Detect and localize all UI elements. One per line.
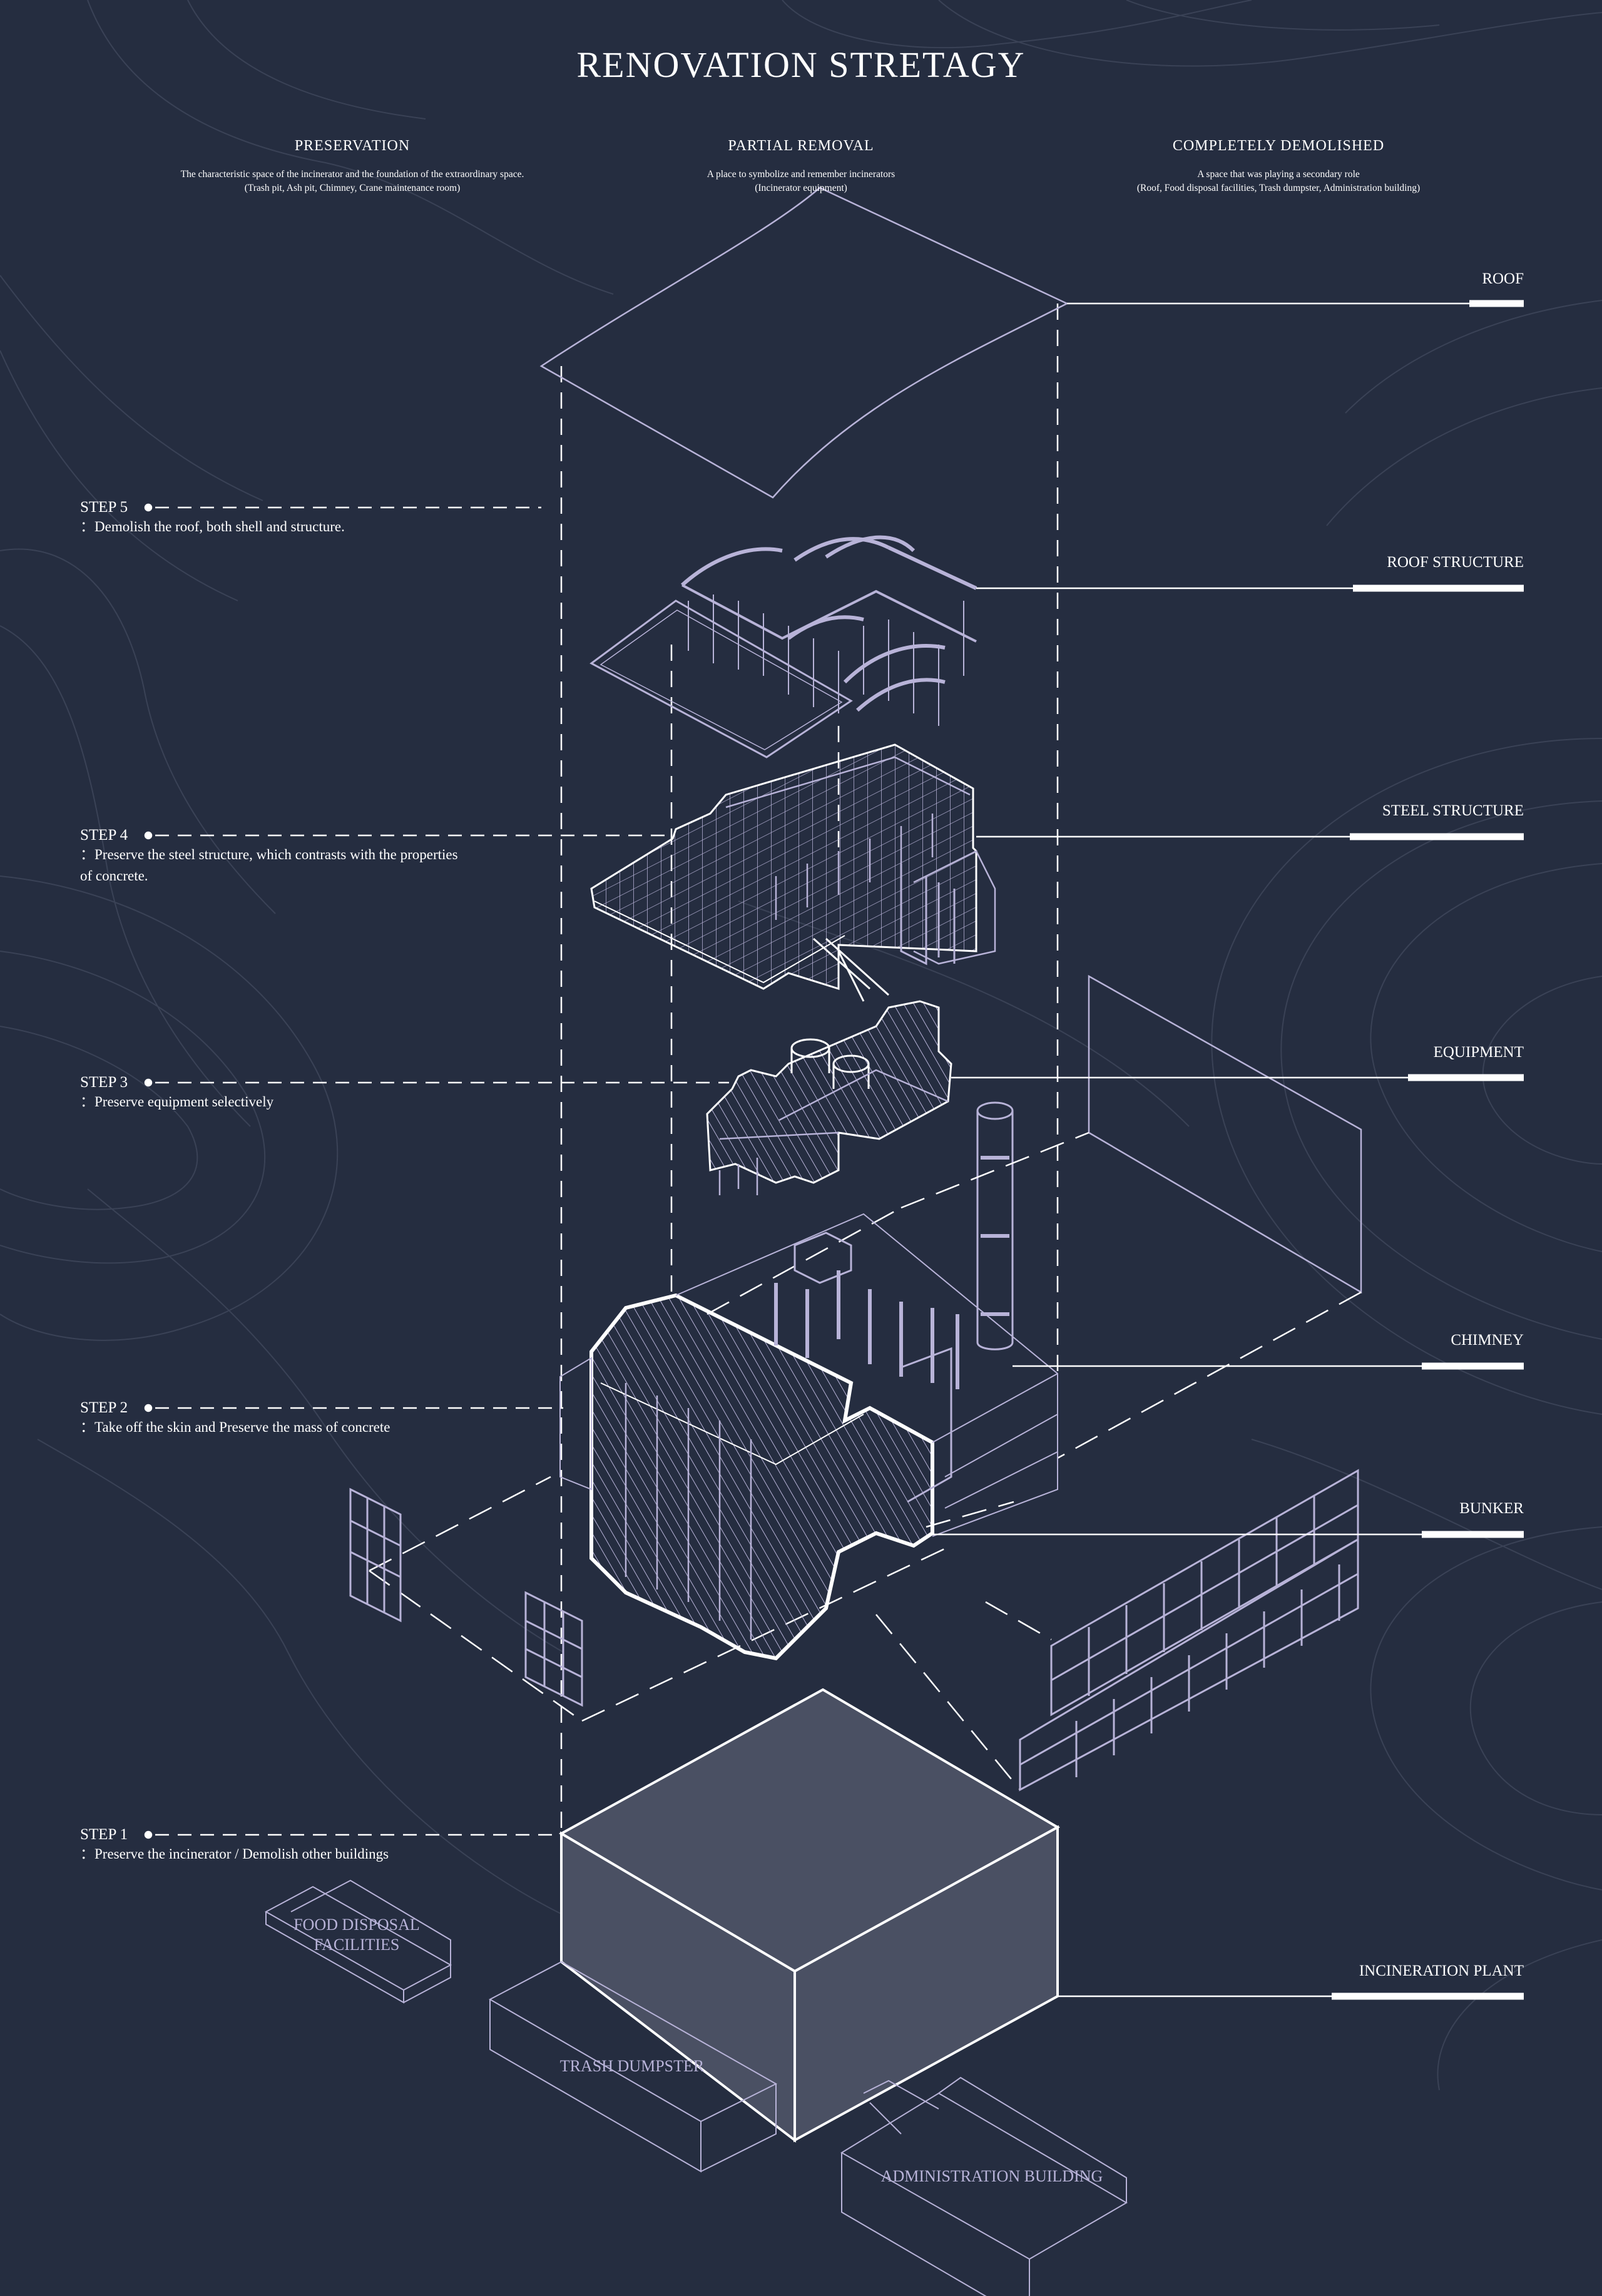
step-1: STEP 1 ：Preserve the incinerator / Demol… — [80, 1826, 389, 1865]
completely-demolished-desc-line2: (Roof, Food disposal facilities, Trash d… — [1136, 183, 1421, 193]
food-disposal-label: FOOD DISPOSAL FACILITIES — [269, 1915, 444, 1955]
demolished-panel-right — [1088, 974, 1362, 1294]
step-1-title: STEP 1 — [80, 1826, 128, 1843]
skin-panels — [349, 1469, 1359, 1792]
partial-removal-desc-line1: A place to symbolize and remember incine… — [707, 169, 895, 180]
incineration-plant-block — [558, 1688, 1061, 2143]
roof-shell — [539, 186, 1069, 499]
label-roof-structure: ROOF STRUCTURE — [1387, 554, 1524, 571]
step-4-desc-line1: ：Preserve the steel structure, which con… — [80, 847, 458, 862]
step-2-title: STEP 2 — [80, 1399, 128, 1416]
food-disposal-label-line2: FACILITIES — [314, 1936, 400, 1954]
label-chimney: CHIMNEY — [1451, 1332, 1524, 1349]
label-equipment: EQUIPMENT — [1433, 1044, 1524, 1061]
step-3-desc: ：Preserve equipment selectively — [80, 1094, 274, 1110]
preservation-heading: PRESERVATION — [294, 138, 411, 154]
preservation-desc: The characteristic space of the incinera… — [71, 168, 634, 195]
step-2: STEP 2 ：Take off the skin and Preserve t… — [80, 1399, 390, 1438]
partial-removal-desc: A place to symbolize and remember incine… — [519, 168, 1083, 195]
label-steel-structure: STEEL STRUCTURE — [1382, 802, 1524, 819]
layer-leader-lines — [932, 300, 1524, 2000]
step-5-desc: ：Demolish the roof, both shell and struc… — [80, 519, 345, 534]
page-title: RENOVATION STRETAGY — [576, 44, 1026, 85]
step-1-desc: ：Preserve the incinerator / Demolish oth… — [80, 1846, 389, 1862]
label-incineration-plant: INCINERATION PLANT — [1359, 1962, 1524, 1979]
food-disposal-label-line1: FOOD DISPOSAL — [293, 1916, 420, 1934]
completely-demolished-heading: COMPLETELY DEMOLISHED — [1172, 138, 1385, 154]
step-leader-lines — [144, 503, 729, 1839]
bunker — [559, 1213, 1058, 1661]
chimney — [976, 1101, 1014, 1350]
roof-structure — [589, 535, 977, 758]
step-3: STEP 3 ：Preserve equipment selectively — [80, 1074, 273, 1113]
preservation-desc-line2: (Trash pit, Ash pit, Chimney, Crane main… — [244, 183, 461, 193]
label-bunker: BUNKER — [1459, 1500, 1524, 1517]
partial-removal-heading: PARTIAL REMOVAL — [728, 138, 874, 154]
completely-demolished-desc-line1: A space that was playing a secondary rol… — [1197, 169, 1360, 180]
equipment — [706, 1000, 952, 1195]
completely-demolished-desc: A space that was playing a secondary rol… — [997, 168, 1560, 195]
step-5-title: STEP 5 — [80, 499, 128, 516]
step-2-desc: ：Take off the skin and Preserve the mass… — [80, 1419, 390, 1435]
label-roof: ROOF — [1482, 270, 1524, 287]
administration-building-label: ADMINISTRATION BUILDING — [880, 2167, 1103, 2185]
partial-removal-desc-line2: (Incinerator equipment) — [755, 183, 847, 193]
steel-structure — [590, 743, 996, 1002]
preservation-desc-line1: The characteristic space of the incinera… — [180, 169, 524, 180]
step-4: STEP 4 ：Preserve the steel structure, wh… — [80, 827, 556, 887]
step-3-title: STEP 3 — [80, 1074, 128, 1091]
demolished-buildings — [264, 1879, 1128, 2296]
trash-dumpster-label: TRASH DUMPSTER — [559, 2057, 705, 2075]
step-4-desc-line2: of concrete. — [80, 868, 148, 884]
step-5: STEP 5 ：Demolish the roof, both shell an… — [80, 499, 345, 538]
step-4-title: STEP 4 — [80, 827, 128, 844]
